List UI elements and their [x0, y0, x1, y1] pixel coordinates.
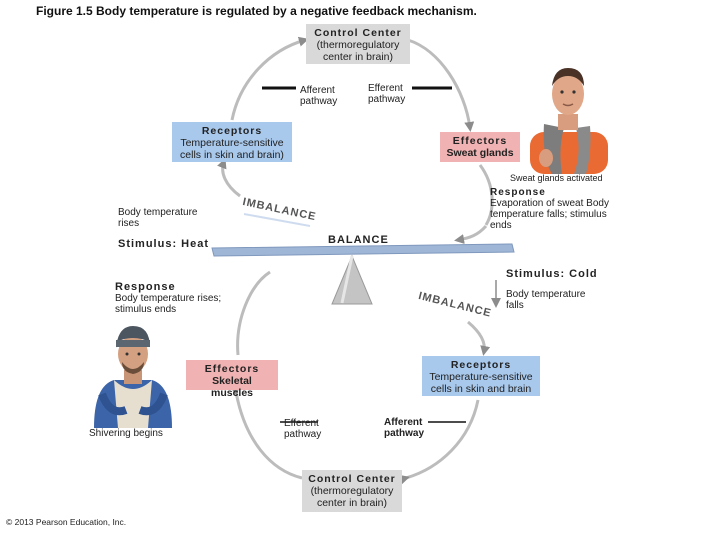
- receptors-title-top: Receptors: [201, 125, 263, 137]
- response-bottom: Response Body temperature rises; stimulu…: [115, 281, 240, 316]
- shivering-begins-note: Shivering begins: [89, 428, 163, 439]
- stimulus-cold-label: Stimulus: Cold: [506, 268, 598, 280]
- control-center-title-top: Control Center: [314, 27, 402, 39]
- imbalance-tilt-line: [243, 213, 311, 227]
- control-center-title-bottom: Control Center: [308, 473, 396, 485]
- shivering-man-illustration: [94, 326, 172, 428]
- receptors-desc-top: Temperature-sensitive cells in skin and …: [180, 137, 284, 161]
- loop-arrow-receptors-to-control: [230, 36, 309, 121]
- loop-arrow-control-to-effectors: [407, 38, 475, 132]
- balance-label: BALANCE: [328, 234, 389, 246]
- effectors-desc-top: Sweat glands: [446, 147, 514, 159]
- loop-arrow-effectors-to-response: [478, 164, 494, 226]
- figure-title: Figure 1.5 Body temperature is regulated…: [36, 4, 477, 18]
- sweat-glands-activated-note: Sweat glands activated: [510, 173, 603, 183]
- stimulus-heat-detail: Body temperature rises: [118, 207, 198, 229]
- response-title-top: Response: [490, 187, 546, 198]
- fulcrum-highlight: [340, 255, 354, 304]
- response-desc-bottom: Body temperature rises; stimulus ends: [115, 293, 222, 315]
- control-center-box-top: Control Center (thermoregulatory center …: [306, 24, 410, 64]
- efferent-pathway-label-bottom: Efferent pathway: [284, 418, 322, 440]
- response-top: Response Evaporation of sweat Body tempe…: [490, 187, 625, 231]
- balance-fulcrum: [331, 254, 373, 305]
- loop-arrow-control-to-receptors: [398, 399, 480, 485]
- control-center-desc-bottom: (thermoregulatory center in brain): [310, 485, 394, 509]
- effectors-desc-bottom: Skeletal muscles: [210, 375, 254, 399]
- loop-arrow-imbalance-to-receptors-bottom: [467, 320, 491, 356]
- receptors-box-top: Receptors Temperature-sensitive cells in…: [172, 122, 292, 162]
- control-center-desc-top: (thermoregulatory center in brain): [316, 39, 400, 63]
- afferent-pathway-label-top: Afferent pathway: [300, 85, 338, 107]
- copyright-notice: © 2013 Pearson Education, Inc.: [6, 517, 127, 527]
- effectors-title-bottom: Effectors: [204, 363, 260, 375]
- stimulus-heat-label: Stimulus: Heat: [118, 238, 210, 250]
- effectors-box-bottom: Effectors Skeletal muscles: [186, 360, 278, 399]
- afferent-pathway-label-bottom: Afferent pathway: [384, 417, 425, 439]
- stimulus-cold-detail: Body temperature falls: [506, 289, 586, 311]
- efferent-pathway-label-top: Efferent pathway: [368, 83, 406, 105]
- effectors-box-top: Effectors Sweat glands: [440, 132, 520, 162]
- receptors-title-bottom: Receptors: [450, 359, 512, 371]
- balance-beam: [211, 243, 515, 257]
- loop-arrow-balance-to-effectors: [236, 270, 271, 356]
- response-title-bottom: Response: [115, 281, 176, 293]
- control-center-box-bottom: Control Center (thermoregulatory center …: [302, 470, 402, 512]
- loop-arrow-imbalance-to-receptors: [217, 158, 241, 198]
- effectors-title-top: Effectors: [452, 135, 508, 147]
- loop-arrow-effectors-to-control: [229, 385, 303, 480]
- receptors-desc-bottom: Temperature-sensitive cells in skin and …: [429, 371, 533, 395]
- response-desc-top: Evaporation of sweat Body temperature fa…: [490, 198, 609, 231]
- sweating-man-illustration: [530, 68, 608, 174]
- receptors-box-bottom: Receptors Temperature-sensitive cells in…: [422, 356, 540, 396]
- loop-arrow-response-to-balance: [454, 224, 488, 244]
